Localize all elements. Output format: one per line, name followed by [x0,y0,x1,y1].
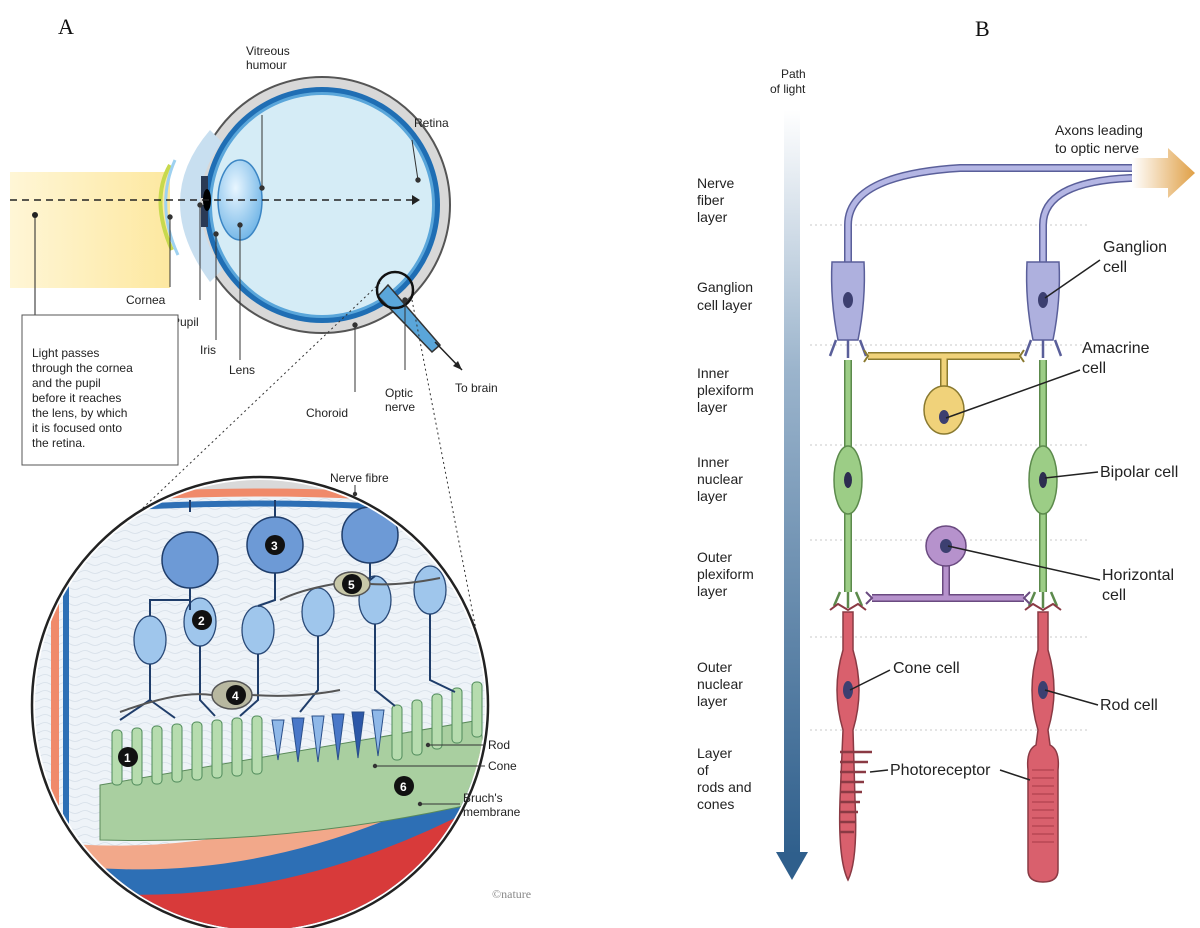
svg-text:6: 6 [400,780,407,794]
layer-label: cell layer [697,297,753,313]
ganglion-cells [830,262,1061,358]
layer-label: plexiform [697,566,754,582]
photoreceptor-label: Photoreceptor [890,762,991,779]
optic-label-2: nerve [385,400,415,414]
horizontal-label-1: Horizontal [1102,567,1174,584]
bipolar-label: Bipolar cell [1100,464,1178,481]
svg-text:3: 3 [271,539,278,553]
layer-label: fiber [697,192,725,208]
path-label-2: of light [770,82,806,96]
horizontal-cell [866,526,1030,604]
marker-6: 6 [394,776,414,796]
callout-line: the retina. [32,436,85,450]
cornea-label: Cornea [126,293,166,307]
retina-closeup: 1 2 3 4 5 6 Nerve fibre Rod Cone Bruch's… [30,471,521,928]
callout-line: the lens, by which [32,406,127,420]
ganglion-label-1: Ganglion [1103,239,1167,256]
layer-label: layer [697,488,728,504]
layer-label: Nerve [697,175,735,191]
axons-label-1: Axons leading [1055,122,1143,138]
svg-text:2: 2 [198,614,205,628]
choroid-label: Choroid [306,406,348,420]
layer-label: cones [697,796,734,812]
layer-label: of [697,762,709,778]
layer-label: layer [697,399,728,415]
amacrine-label-2: cell [1082,360,1106,377]
layer-label: Inner [697,365,729,381]
cone-label: Cone [488,759,517,773]
layer-labels: Nerve fiber layer Ganglion cell layer In… [697,175,754,812]
layer-label: rods and [697,779,751,795]
axons-label-2: to optic nerve [1055,140,1139,156]
callout-line: it is focused onto [32,421,122,435]
marker-4: 4 [226,685,246,705]
axon-arrow [1132,148,1195,198]
rod-label: Rod [488,738,510,752]
panel-b-letter: B [975,16,990,41]
lens-label: Lens [229,363,255,377]
amacrine-cell [864,350,1024,434]
to-brain-label: To brain [455,381,498,395]
bruch-label-1: Bruch's [463,791,503,805]
layer-label: layer [697,583,728,599]
marker-2: 2 [192,610,212,630]
horizontal-label-2: cell [1102,587,1126,604]
marker-1: 1 [118,747,138,767]
callout-line: Light passes [32,346,99,360]
iris-label: Iris [200,343,216,357]
svg-text:1: 1 [124,751,131,765]
layer-label: nuclear [697,676,743,692]
nerve-fibre-label: Nerve fibre [330,471,389,485]
vitreous-label-1: Vitreous [246,44,290,58]
callout-line: before it reaches [32,391,121,405]
layer-label: Outer [697,549,732,565]
svg-text:4: 4 [232,689,239,703]
panel-a-letter: A [58,14,74,39]
ganglion-label-2: cell [1103,259,1127,276]
layer-label: Layer [697,745,732,761]
bruch-label-2: membrane [463,805,521,819]
layer-label: plexiform [697,382,754,398]
path-of-light-arrow [784,110,800,855]
photoreceptor-cells [830,604,1061,882]
nature-credit: ©nature [492,887,531,901]
amacrine-label-1: Amacrine [1082,340,1150,357]
vitreous-label-2: humour [246,58,287,72]
layer-label: Ganglion [697,279,753,295]
marker-3: 3 [265,535,285,555]
cone-cell-label: Cone cell [893,660,960,677]
layer-label: Outer [697,659,732,675]
path-label-1: Path [781,67,806,81]
optic-label-1: Optic [385,386,413,400]
light-beam [10,172,170,288]
retina-layers-diagram: Path of light Nerve fiber layer Ganglion… [697,67,1195,882]
callout-line: and the pupil [32,376,101,390]
layer-label: nuclear [697,471,743,487]
layer-label: layer [697,209,728,225]
layer-label: Inner [697,454,729,470]
callout-line: through the cornea [32,361,133,375]
marker-5: 5 [342,574,362,594]
svg-text:5: 5 [348,578,355,592]
rod-cell-label: Rod cell [1100,697,1158,714]
layer-label: layer [697,693,728,709]
retina-label: Retina [414,116,449,130]
light-callout: Light passes through the cornea and the … [22,315,178,465]
